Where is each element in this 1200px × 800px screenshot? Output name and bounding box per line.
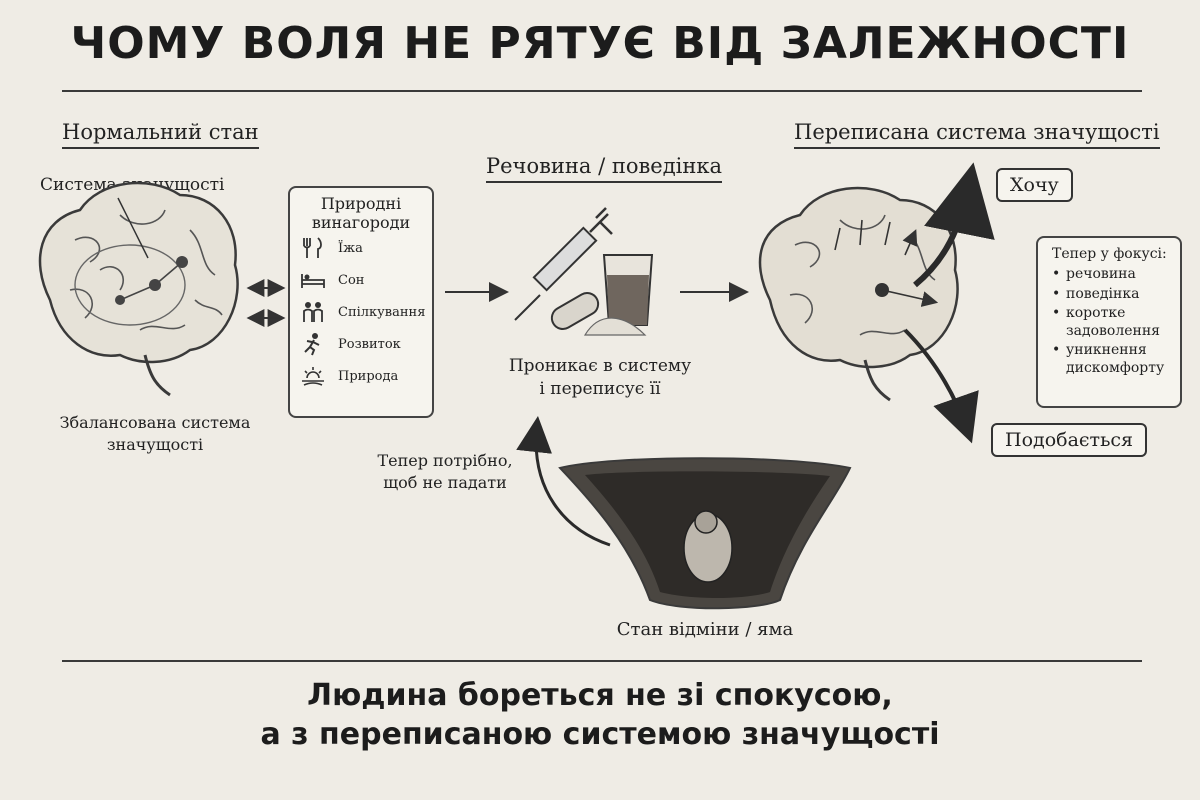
substance-caption-line1: Проникає в систему (508, 356, 692, 376)
balanced-system-label: Збалансована система значущості (50, 412, 260, 455)
pit-to-substance-arrow (516, 416, 611, 547)
focus-box: Тепер у фокусі: речовина поведінка корот… (1036, 236, 1182, 408)
need-line1: Тепер потрібно, (377, 451, 513, 470)
substance-caption-line2: і переписує її (539, 378, 661, 399)
substance-heading: Речовина / поведінка (486, 154, 723, 183)
focus-item: уникнення дискомфорту (1052, 342, 1180, 377)
footer-divider (62, 660, 1142, 662)
reward-sleep-label: Сон (338, 272, 365, 288)
glass-icon (602, 254, 654, 326)
pill-icon (550, 292, 600, 330)
normal-state-heading: Нормальний стан (62, 120, 259, 149)
reward-growth: Розвиток (300, 328, 432, 360)
footer-line2: а з переписаною системою значущості (260, 717, 940, 752)
need-label: Тепер потрібно, щоб не падати (360, 450, 530, 493)
reward-nature-label: Природа (338, 368, 399, 384)
reward-growth-label: Розвиток (338, 336, 401, 352)
reward-food: Їжа (300, 232, 432, 264)
focus-item: речовина (1052, 266, 1180, 284)
balanced-brain-icon (38, 181, 239, 397)
fork-knife-icon (303, 237, 322, 259)
like-arrow (903, 328, 979, 444)
syringe-icon (514, 207, 613, 321)
running-person-icon (304, 333, 320, 356)
reward-social-label: Спілкування (338, 304, 426, 320)
sunrise-book-icon (302, 367, 324, 387)
substance-caption: Проникає в систему і переписує її (480, 355, 720, 401)
want-arrow (913, 162, 995, 288)
focus-list: речовина поведінка коротке задоволення у… (1038, 266, 1180, 377)
natural-rewards-box: Природні винагороди Їжа Сон Спілкування … (288, 186, 434, 418)
natural-rewards-title: Природні винагороди (311, 194, 411, 233)
focus-title: Тепер у фокусі: (1052, 246, 1167, 262)
people-icon (303, 302, 323, 323)
pit-caption: Стан відміни / яма (616, 619, 794, 640)
powder-icon (583, 317, 647, 336)
title-divider (62, 90, 1142, 92)
need-line2: щоб не падати (383, 472, 507, 492)
reward-social: Спілкування (300, 296, 432, 328)
reward-sleep: Сон (300, 264, 432, 296)
focus-item: поведінка (1052, 286, 1180, 304)
rewritten-heading: Переписана система значущості (794, 120, 1160, 149)
balanced-system-text: Збалансована система значущості (59, 413, 251, 454)
reward-nature: Природа (300, 360, 432, 392)
want-tag: Хочу (996, 168, 1073, 202)
page-title: ЧОМУ ВОЛЯ НЕ РЯТУЄ ВІД ЗАЛЕЖНОСТІ (70, 18, 1130, 69)
like-tag: Подобається (991, 423, 1148, 457)
footer-line1: Людина бореться не зі спокусою, (307, 678, 893, 713)
pit-illustration (558, 457, 852, 610)
focus-item: коротке задоволення (1052, 305, 1180, 340)
bed-icon (301, 274, 325, 289)
footer-statement: Людина бореться не зі спокусою, а з пере… (0, 676, 1200, 754)
reward-food-label: Їжа (338, 240, 363, 256)
rewritten-brain-icon (758, 186, 959, 402)
